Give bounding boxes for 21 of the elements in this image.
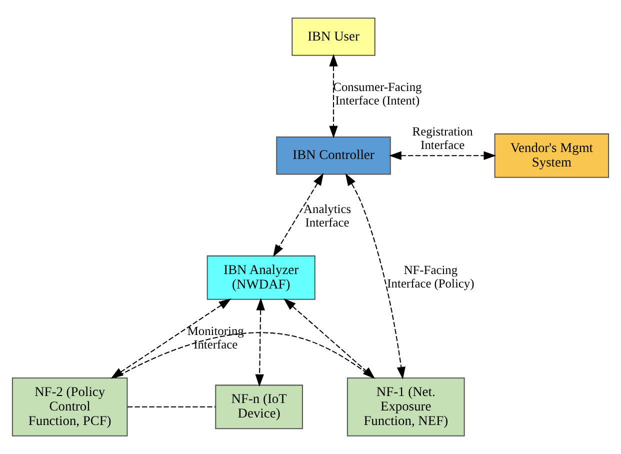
edge-label: Registration Interface — [412, 124, 473, 152]
connector — [114, 332, 374, 378]
arrow — [273, 173, 324, 257]
node-box: NF-n (IoT Device) — [215, 384, 303, 430]
edge-label: NF-Facing Interface (Policy) — [387, 263, 474, 291]
arrow — [388, 151, 496, 160]
arrow — [255, 298, 265, 387]
edge-label: Monitoring Interface — [187, 324, 244, 352]
node-box: NF-2 (Policy Control Function, PCF) — [12, 377, 128, 436]
connector — [128, 406, 216, 408]
arrow — [329, 54, 338, 138]
edge-label: Analytics Interface — [304, 202, 352, 230]
node-box: IBN Controller — [276, 136, 391, 175]
node-box: IBN User — [292, 18, 376, 56]
arrow — [345, 173, 406, 380]
node-box: IBN Analyzer (NWDAF) — [206, 255, 316, 300]
edge-label: Consumer-Facing Interface (Intent) — [333, 80, 422, 108]
arrow — [110, 298, 232, 379]
node-box: Vendor's Mgmt System — [494, 133, 610, 178]
arrow — [284, 298, 376, 379]
node-box: NF-1 (Net. Exposure Function, NEF) — [346, 377, 465, 436]
